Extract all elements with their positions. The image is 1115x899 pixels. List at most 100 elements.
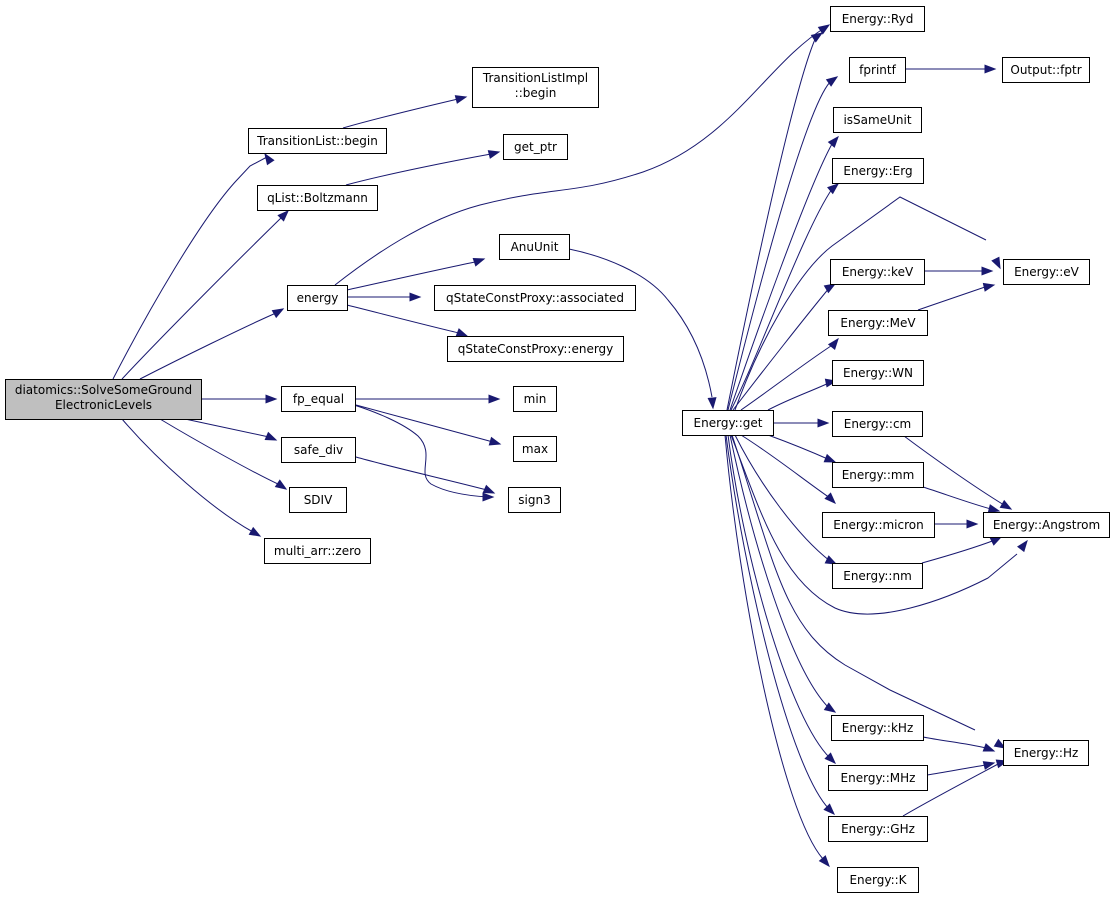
function-node[interactable]: Energy::nm [832, 563, 923, 589]
function-node[interactable]: Energy::MHz [828, 765, 928, 791]
arrowhead-icon [707, 397, 717, 410]
function-node[interactable]: Energy::Angstrom [983, 512, 1110, 538]
arrowhead-icon [455, 328, 469, 337]
arrowhead-icon [482, 484, 496, 494]
node-box [849, 57, 906, 83]
function-node[interactable]: qStateConstProxy::energy [447, 336, 624, 362]
edge-n26-to-n29 [903, 435, 1013, 510]
function-node[interactable]: AnuUnit [499, 234, 570, 260]
edge-line [734, 434, 831, 562]
edge-line [767, 434, 831, 461]
function-node[interactable]: Energy::Erg [832, 158, 924, 184]
node-label: ElectronicLevels [55, 398, 152, 412]
function-node[interactable]: Energy::MeV [828, 310, 928, 336]
function-node[interactable]: Energy::K [837, 867, 919, 893]
node-label: Energy::mm [842, 468, 915, 482]
node-label: qStateConstProxy::associated [446, 291, 624, 305]
node-box [1003, 259, 1090, 285]
edge-line [355, 456, 488, 491]
function-node[interactable]: TransitionListImpl::begin [472, 67, 599, 108]
function-node[interactable]: Energy::GHz [828, 816, 928, 842]
function-node[interactable]: Output::fptr [1002, 57, 1090, 83]
function-node[interactable]: Energy::get [682, 410, 774, 436]
edge-n16-to-n30 [734, 434, 838, 565]
node-label: sign3 [518, 493, 550, 507]
arrowhead-icon [825, 76, 839, 87]
node-label: Energy::Hz [1014, 746, 1079, 760]
node-label: multi_arr::zero [274, 544, 361, 558]
arrowhead-icon [981, 266, 994, 276]
function-node[interactable]: Energy::cm [832, 411, 923, 437]
node-box [248, 128, 387, 154]
edge-n9-to-n12 [353, 404, 495, 502]
node-box [499, 234, 570, 260]
edge-n6-to-n16 [568, 248, 717, 410]
edge-n16-to-n26 [773, 418, 830, 428]
arrowhead-icon [824, 752, 836, 764]
arrowhead-icon [264, 431, 278, 441]
function-node[interactable]: Energy::keV [830, 259, 925, 285]
function-node[interactable]: min [513, 386, 557, 412]
edge-line [922, 486, 992, 510]
node-label: Energy::MeV [840, 316, 916, 330]
edge-n16-to-n29 [730, 434, 1028, 615]
node-box [281, 437, 356, 463]
edge-n16-to-n32 [731, 434, 1007, 749]
node-label: TransitionListImpl [482, 71, 588, 85]
arrowhead-icon [1017, 539, 1028, 553]
node-label: Energy::get [694, 416, 763, 430]
arrowhead-icon [472, 258, 486, 267]
function-node[interactable]: fp_equal [281, 386, 356, 412]
edge-line [568, 248, 713, 398]
node-label: fp_equal [293, 392, 344, 406]
function-node[interactable]: Energy::mm [832, 462, 924, 488]
function-node[interactable]: max [513, 436, 557, 462]
edge-n16-to-n34 [725, 434, 835, 815]
node-box [5, 379, 202, 420]
edge-n5-to-n7 [347, 292, 422, 302]
function-node[interactable]: Energy::WN [832, 360, 924, 386]
edge-line [727, 81, 831, 411]
arrowhead-icon [984, 64, 997, 74]
function-node[interactable]: get_ptr [503, 134, 568, 160]
arrowhead-icon [824, 555, 838, 565]
edge-n0-to-n14 [159, 418, 288, 490]
edge-n16-to-n22 [732, 283, 837, 411]
node-box [831, 715, 924, 741]
edge-line [921, 539, 996, 564]
edge-n5-to-n6 [346, 258, 486, 291]
function-node[interactable]: Energy::eV [1003, 259, 1090, 285]
function-node[interactable]: isSameUnit [833, 107, 922, 133]
edge-n16-to-n28 [740, 434, 836, 504]
edge-n3-to-n4 [345, 150, 501, 186]
function-node[interactable]: qList::Boltzmann [257, 185, 378, 211]
function-node[interactable]: multi_arr::zero [264, 538, 371, 564]
function-node[interactable]: SDIV [289, 487, 347, 513]
node-box [508, 487, 561, 513]
node-box [822, 512, 935, 538]
function-node[interactable]: safe_div [281, 437, 356, 463]
node-label: AnuUnit [511, 240, 559, 254]
function-node[interactable]: Energy::kHz [831, 715, 924, 741]
node-box [983, 512, 1110, 538]
node-layer: diatomics::SolveSomeGroundElectronicLeve… [5, 6, 1110, 893]
function-node[interactable]: Energy::Hz [1003, 740, 1089, 766]
function-node[interactable]: sign3 [508, 487, 561, 513]
edge-n0-to-n1 [112, 152, 275, 380]
arrowhead-icon [488, 436, 502, 446]
function-node[interactable]: fprintf [849, 57, 906, 83]
arrowhead-icon [818, 855, 830, 868]
edge-n13-to-n12 [355, 456, 496, 494]
node-label: energy [297, 291, 339, 305]
function-node[interactable]: qStateConstProxy::associated [434, 285, 636, 311]
edge-n9-to-n10 [355, 394, 501, 404]
edge-line [740, 343, 835, 411]
function-node[interactable]: energy [287, 285, 348, 311]
node-label: diatomics::SolveSomeGround [15, 383, 192, 397]
function-node[interactable]: TransitionList::begin [248, 128, 387, 154]
function-node[interactable]: Energy::micron [822, 512, 935, 538]
edge-n27-to-n29 [922, 486, 1001, 513]
node-box [447, 336, 624, 362]
function-node[interactable]: Energy::Ryd [830, 6, 925, 32]
arrowhead-icon [488, 394, 501, 404]
